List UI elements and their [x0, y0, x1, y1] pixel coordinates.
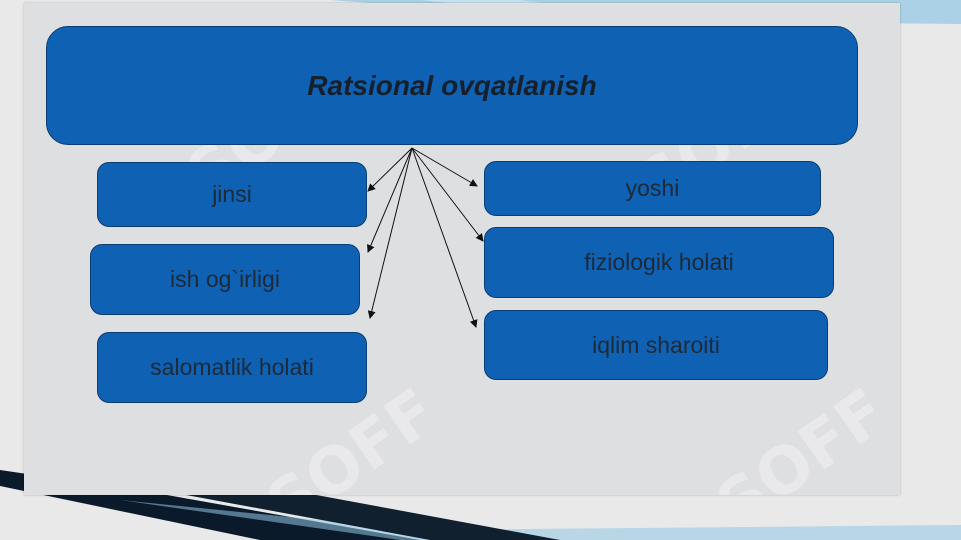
factor-label: jinsi	[212, 181, 252, 207]
factor-label: fiziologik holati	[584, 249, 734, 275]
factor-label: salomatlik holati	[150, 354, 314, 380]
bottom-dark-stripe-2	[170, 492, 560, 540]
factor-box-climate: iqlim sharoiti	[484, 310, 828, 380]
factor-box-health: salomatlik holati	[97, 332, 367, 403]
factor-box-workload: ish og`irligi	[90, 244, 360, 315]
factor-label: yoshi	[625, 175, 680, 201]
factor-box-gender: jinsi	[97, 162, 367, 227]
factor-label: iqlim sharoiti	[592, 331, 720, 358]
factor-label: ish og`irligi	[170, 266, 280, 292]
diagram-title-box: Ratsional ovqatlanish	[46, 26, 858, 145]
factor-box-physiology: fiziologik holati	[484, 227, 834, 298]
bottom-accent-stripe	[120, 500, 961, 540]
watermark-text: SOFF	[704, 375, 900, 495]
diagram-title: Ratsional ovqatlanish	[307, 69, 597, 101]
factor-box-age: yoshi	[484, 161, 821, 216]
